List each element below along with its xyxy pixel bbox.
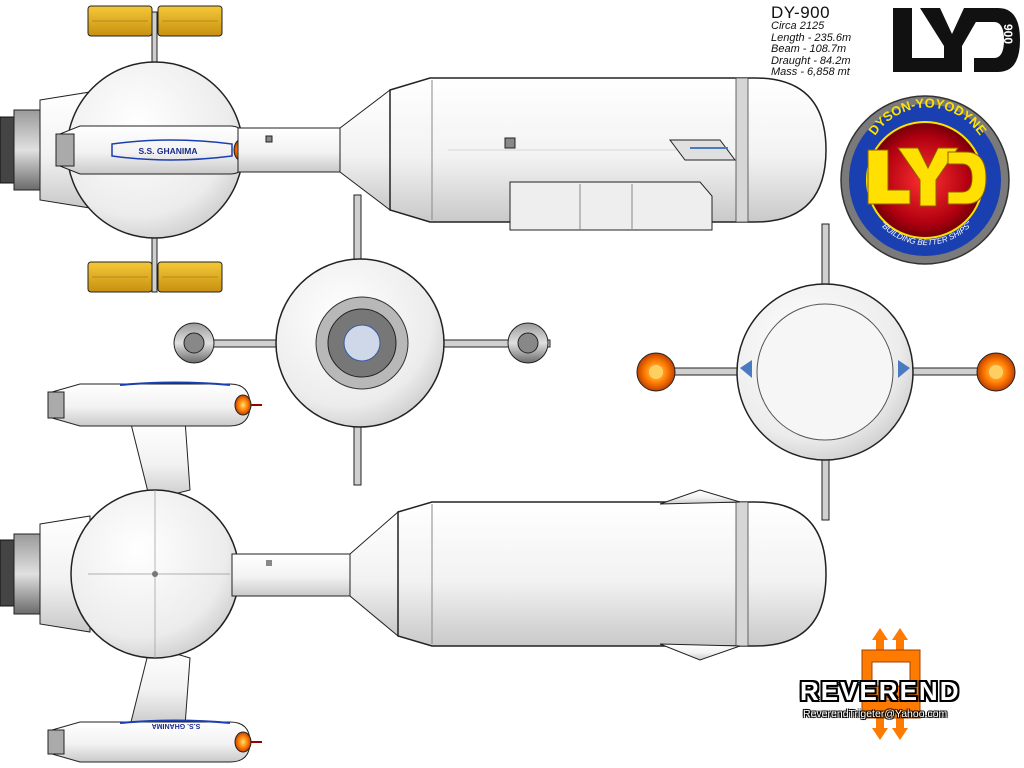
badge-l-glyph xyxy=(867,149,911,205)
rear-view xyxy=(173,194,551,486)
artist-name: REVEREND xyxy=(800,676,961,706)
spec-era: Circa 2125 xyxy=(771,20,825,32)
arrow-down-icon xyxy=(872,718,888,740)
spec-draught: Draught - 84.2m xyxy=(771,54,851,67)
arrow-up-icon xyxy=(872,628,888,650)
dyson-yoyodyne-badge: DYSON-YOYODYNE "BUILDING BETTER SHIPS" xyxy=(840,95,1010,265)
ship-designation: DY-900 xyxy=(771,3,831,22)
bottom-cargo-hull xyxy=(397,501,827,647)
logo-l-glyph xyxy=(893,8,950,72)
cargo-bay xyxy=(509,181,713,231)
lower-nacelle xyxy=(47,719,262,763)
bottom-view: S.S. GHANIMA xyxy=(0,381,827,763)
spec-length: Length - 235.6m xyxy=(771,31,852,44)
bottom-hull-label: S.S. GHANIMA xyxy=(152,722,201,729)
solar-panel-top xyxy=(87,5,223,37)
badge-y-glyph xyxy=(897,147,959,207)
front-view xyxy=(636,223,1016,521)
badge-d-glyph xyxy=(947,151,987,205)
solar-panel-bottom xyxy=(87,261,223,293)
ship-name-label: S.S. GHANIMA xyxy=(138,146,197,156)
logo-number: 900 xyxy=(1001,24,1015,44)
top-view: S.S. GHANIMA xyxy=(0,5,827,293)
spec-mass: Mass - 6,858 mt xyxy=(771,66,850,78)
upper-pylon xyxy=(129,419,191,501)
logo-y-glyph xyxy=(920,8,984,72)
artist-email: ReverendTrigeter@Yahoo.com xyxy=(803,708,948,720)
upper-nacelle xyxy=(47,381,262,427)
lyd-900-logo: 900 xyxy=(890,6,1020,76)
artist-mark xyxy=(861,628,921,740)
spec-block: DY-900 Circa 2125 Length - 235.6m Beam -… xyxy=(771,4,851,79)
logo-d-glyph xyxy=(974,8,1020,72)
spec-beam: Beam - 108.7m xyxy=(771,43,847,55)
